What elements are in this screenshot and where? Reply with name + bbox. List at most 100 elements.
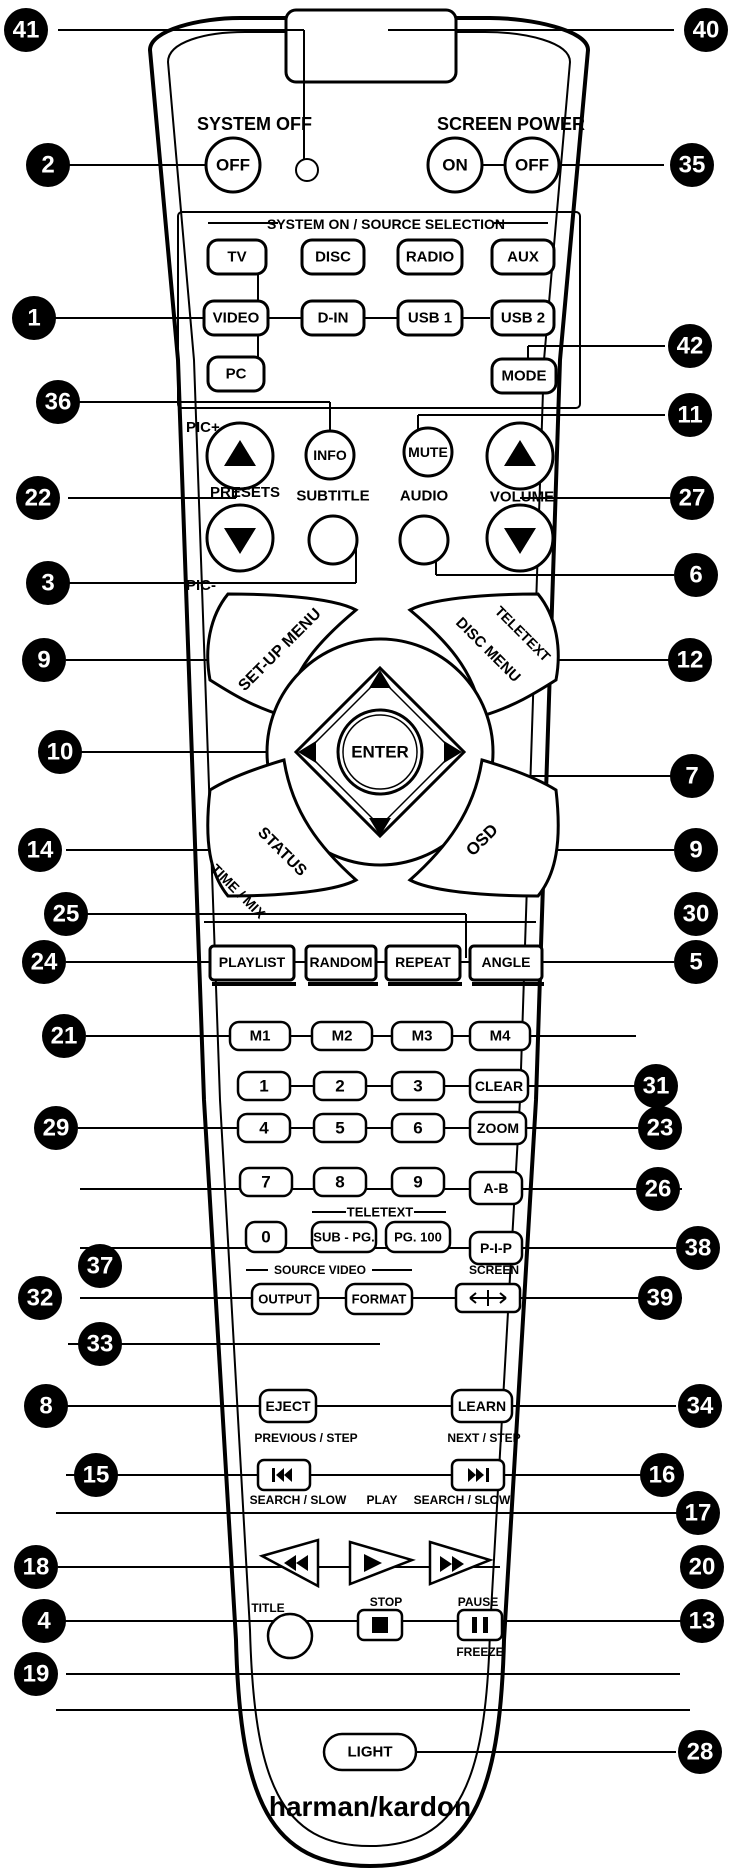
callout-28: 28 [678, 1730, 722, 1774]
digit-7-button[interactable]: 7 [238, 1166, 294, 1198]
screen-on-button[interactable]: ON [426, 136, 484, 194]
callout-22: 22 [16, 476, 60, 520]
svg-text:EJECT: EJECT [265, 1398, 311, 1414]
pg-100-button[interactable]: PG. 100 [384, 1220, 452, 1254]
light-button[interactable]: LIGHT [322, 1732, 418, 1772]
callout-16: 16 [640, 1453, 684, 1497]
playlist-button[interactable]: PLAYLIST [208, 944, 296, 986]
svg-text:M1: M1 [250, 1028, 271, 1045]
angle-button[interactable]: ANGLE [468, 944, 544, 986]
digit-4-button[interactable]: 4 [236, 1112, 292, 1144]
callout-17: 17 [676, 1491, 720, 1535]
random-button[interactable]: RANDOM [304, 944, 378, 986]
digit-6-button[interactable]: 6 [390, 1112, 446, 1144]
d-in-button[interactable]: D-IN [300, 299, 366, 337]
callout-6: 6 [674, 553, 718, 597]
mute-button[interactable]: MUTE [402, 426, 454, 478]
m4-button[interactable]: M4 [468, 1020, 532, 1052]
stop-button[interactable] [356, 1608, 404, 1642]
status-button[interactable]: STATUS [206, 758, 359, 898]
enter-button[interactable]: ENTER [336, 708, 424, 796]
callout-34: 34 [678, 1384, 722, 1428]
digit-2-button[interactable]: 2 [312, 1070, 368, 1102]
svg-text:TV: TV [227, 249, 246, 266]
m3-button[interactable]: M3 [390, 1020, 454, 1052]
eject-button[interactable]: EJECT [258, 1388, 318, 1424]
svg-text:OUTPUT: OUTPUT [258, 1292, 312, 1307]
svg-text:INFO: INFO [313, 447, 347, 463]
usb1-button[interactable]: USB 1 [396, 299, 464, 337]
output-button[interactable]: OUTPUT [250, 1282, 320, 1316]
title-button[interactable] [266, 1612, 314, 1660]
clear-button[interactable]: CLEAR [468, 1068, 530, 1104]
sub-pg-button[interactable]: SUB - PG. [310, 1220, 378, 1254]
system-off-button[interactable]: OFF [204, 136, 262, 194]
info-button[interactable]: INFO [304, 429, 356, 481]
pause-button[interactable] [456, 1608, 504, 1642]
skip-forward-icon [468, 1468, 489, 1482]
nav-right-button[interactable] [444, 741, 462, 763]
svg-text:ON: ON [442, 156, 468, 175]
nav-left-button[interactable] [298, 741, 316, 763]
label-title: TITLE [251, 1601, 284, 1615]
preset-up-button[interactable] [205, 421, 275, 491]
learn-button[interactable]: LEARN [450, 1388, 514, 1424]
previous-button[interactable] [256, 1458, 312, 1492]
callout-15: 15 [74, 1453, 118, 1497]
arrow-up-icon [369, 670, 391, 688]
svg-text:6: 6 [413, 1119, 422, 1138]
subtitle-button[interactable] [307, 514, 359, 566]
svg-text:30: 30 [683, 901, 710, 928]
svg-text:27: 27 [679, 485, 706, 512]
label-system-on-source: SYSTEM ON / SOURCE SELECTION [267, 216, 505, 232]
m1-button[interactable]: M1 [228, 1020, 292, 1052]
pip-button[interactable]: P-I-P [468, 1230, 524, 1266]
osd-button[interactable]: OSD [407, 758, 560, 898]
volume-up-button[interactable] [485, 421, 555, 491]
svg-text:7: 7 [685, 763, 698, 790]
setup-menu-button[interactable]: SET-UP MENU [206, 592, 359, 718]
nav-down-button[interactable] [369, 818, 391, 836]
play-button[interactable] [348, 1540, 416, 1586]
digit-3-button[interactable]: 3 [390, 1070, 446, 1102]
volume-down-button[interactable] [485, 503, 555, 573]
svg-text:35: 35 [679, 152, 706, 179]
digit-0-button[interactable]: 0 [244, 1220, 288, 1254]
svg-text:PG. 100: PG. 100 [394, 1230, 442, 1245]
repeat-button[interactable]: REPEAT [384, 944, 462, 986]
video-button[interactable]: VIDEO [202, 299, 270, 337]
callout-37: 37 [78, 1244, 122, 1288]
m2-button[interactable]: M2 [310, 1020, 374, 1052]
callout-39: 39 [638, 1276, 682, 1320]
label-subtitle: SUBTITLE [296, 488, 369, 505]
preset-down-button[interactable] [205, 503, 275, 573]
label-screen: SCREEN [469, 1263, 519, 1277]
digit-8-button[interactable]: 8 [312, 1166, 368, 1198]
svg-text:40: 40 [693, 17, 720, 44]
nav-up-button[interactable] [369, 670, 391, 688]
next-button[interactable] [450, 1458, 506, 1492]
screen-off-button[interactable]: OFF [503, 136, 561, 194]
disc-button[interactable]: DISC [300, 238, 366, 276]
svg-text:MUTE: MUTE [408, 444, 448, 460]
a-b-button[interactable]: A-B [468, 1170, 524, 1206]
disc-menu-button[interactable]: DISC MENU [407, 592, 560, 718]
tv-button[interactable]: TV [206, 238, 268, 276]
callout-5: 5 [674, 940, 718, 984]
pc-button[interactable]: PC [206, 355, 266, 393]
fast-forward-button[interactable] [428, 1540, 494, 1586]
callout-38: 38 [676, 1226, 720, 1270]
mode-button[interactable]: MODE [490, 357, 558, 395]
aux-button[interactable]: AUX [490, 238, 556, 276]
rewind-button[interactable] [258, 1538, 320, 1589]
audio-button[interactable] [398, 514, 450, 566]
screen-button[interactable] [454, 1282, 522, 1314]
zoom-button[interactable]: ZOOM [468, 1110, 528, 1146]
format-button[interactable]: FORMAT [344, 1282, 414, 1316]
digit-5-button[interactable]: 5 [312, 1112, 368, 1144]
usb2-button[interactable]: USB 2 [490, 299, 556, 337]
callout-27: 27 [670, 476, 714, 520]
digit-9-button[interactable]: 9 [390, 1166, 446, 1198]
radio-button[interactable]: RADIO [396, 238, 464, 276]
digit-1-button[interactable]: 1 [236, 1070, 292, 1102]
